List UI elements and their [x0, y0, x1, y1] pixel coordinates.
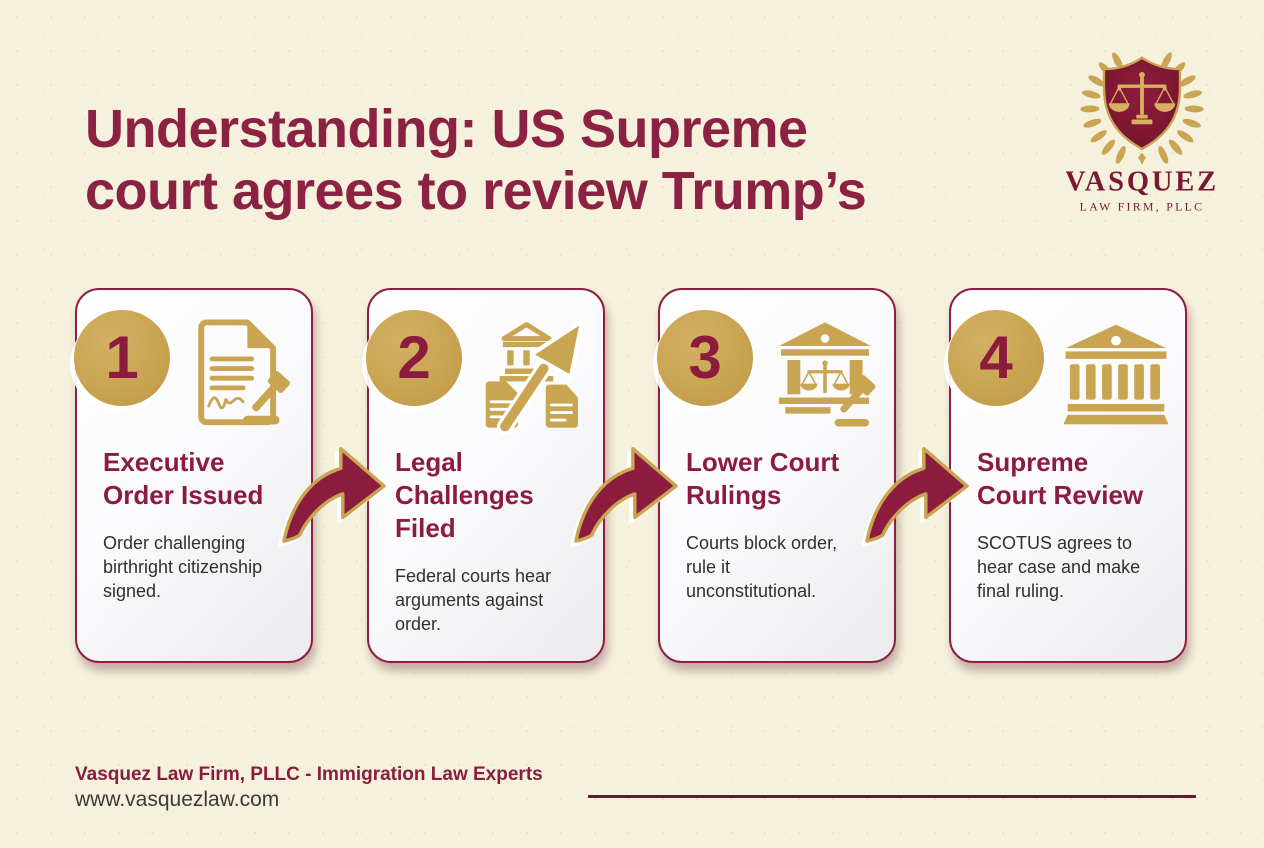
step-number: 1 [105, 324, 139, 391]
step-description: Order challenging birthright citizenship… [103, 533, 263, 601]
logo-emblem-icon: VASQUEZ LAW FIRM, PLLC [1065, 52, 1218, 214]
step-card-executive-order: 1 Executive Order Issued Order challengi… [74, 288, 313, 663]
step-heading: Lower Court Rulings [686, 447, 840, 511]
flow-arrow-icon [282, 447, 386, 543]
vasquez-law-firm-logo: VASQUEZ LAW FIRM, PLLC [1065, 32, 1218, 224]
step-heading: Supreme Court Review [977, 447, 1144, 511]
legal-challenges-icon [475, 316, 593, 435]
flow-arrow-icon [865, 447, 969, 543]
footer-divider [588, 795, 1196, 798]
step-text-block: Legal Challenges Filed Federal courts he… [395, 446, 587, 637]
step-description: SCOTUS agrees to hear case and make fina… [977, 533, 1141, 601]
executive-order-icon [183, 316, 301, 434]
supreme-court-icon [1057, 316, 1175, 434]
lower-court-icon [766, 316, 884, 434]
page-title: Understanding: US Supreme court agrees t… [85, 99, 867, 222]
step-number: 2 [397, 324, 431, 391]
step-number: 4 [979, 324, 1013, 391]
logo-firm-subtitle: LAW FIRM, PLLC [1080, 200, 1205, 214]
step-description: Federal courts hear arguments against or… [395, 566, 552, 634]
step-text-block: Lower Court Rulings Courts block order, … [686, 446, 878, 604]
step-heading: Legal Challenges Filed [395, 447, 534, 544]
step-card-legal-challenges: 2 [366, 288, 605, 663]
flow-arrow-icon [574, 447, 678, 543]
step-text-block: Executive Order Issued Order challenging… [103, 446, 295, 604]
step-heading: Executive Order Issued [103, 447, 264, 511]
step-text-block: Supreme Court Review SCOTUS agrees to he… [977, 446, 1169, 604]
footer-firm-line: Vasquez Law Firm, PLLC - Immigration Law… [75, 764, 543, 785]
laurel-wreath-icon [1080, 52, 1204, 166]
step-number-badge: 1 [74, 310, 170, 406]
step-description: Courts block order, rule it unconstituti… [686, 533, 838, 601]
scales-of-justice-icon [1108, 71, 1176, 125]
logo-firm-name: VASQUEZ [1066, 167, 1218, 198]
step-number-badge: 2 [366, 310, 462, 406]
step-number-badge: 3 [657, 310, 753, 406]
step-number: 3 [688, 324, 722, 391]
step-card-supreme-court: 4 Supreme Court Review SCOTUS agrees to … [948, 288, 1187, 663]
step-card-lower-court: 3 [657, 288, 896, 663]
footer-website: www.vasquezlaw.com [75, 788, 280, 811]
step-number-badge: 4 [948, 310, 1044, 406]
